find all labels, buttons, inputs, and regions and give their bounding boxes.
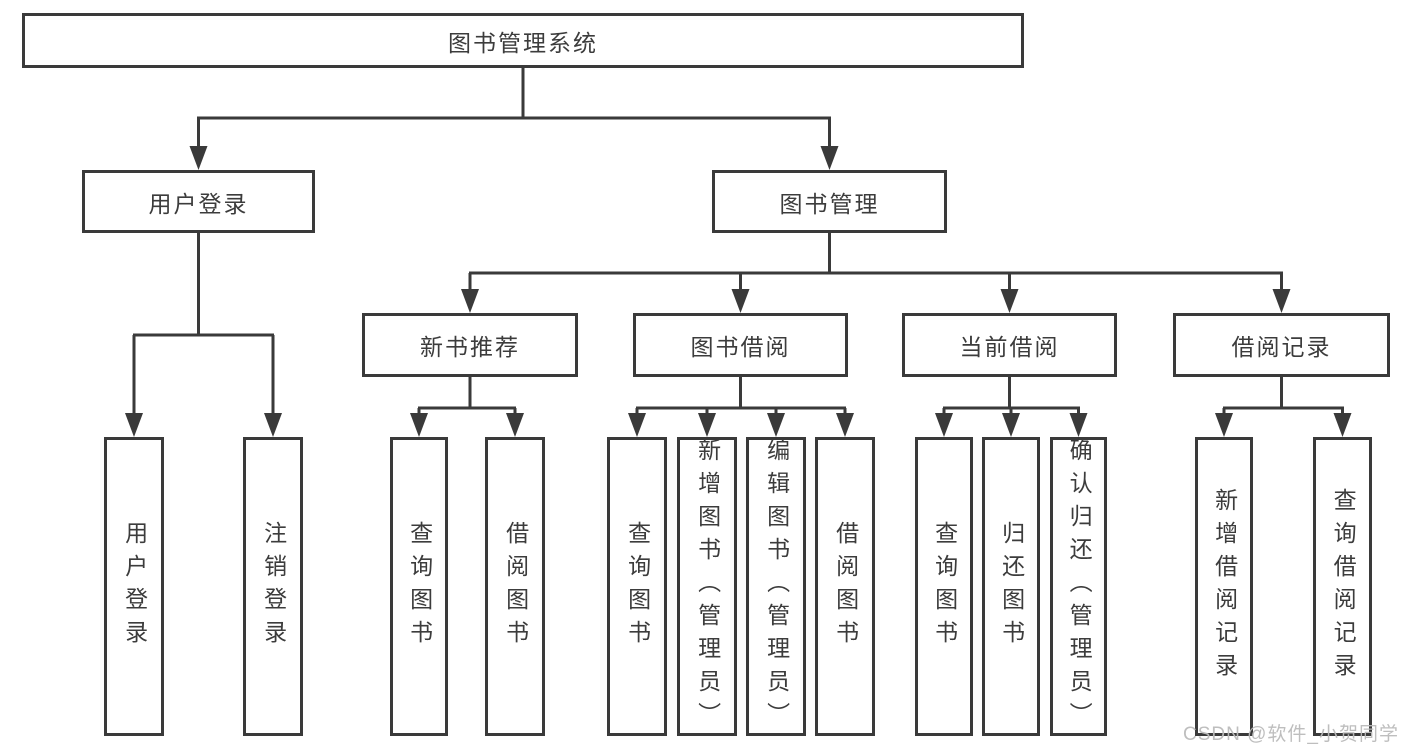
node-new-book-recommend-label: 新书推荐 <box>420 334 520 360</box>
node-current-borrowing: 当前借阅 <box>902 313 1117 377</box>
node-borrow-records: 借阅记录 <box>1173 313 1390 377</box>
leaf-user-login: 用户登录 <box>104 437 164 736</box>
leaf-query-books-recommend-label: 查询图书 <box>406 520 433 653</box>
node-root-label: 图书管理系统 <box>448 29 598 56</box>
leaf-query-books-current-label: 查询图书 <box>931 520 958 653</box>
leaf-borrow-books-label: 借阅图书 <box>832 520 859 653</box>
leaf-return-books-label: 归还图书 <box>998 520 1025 653</box>
leaf-add-books-admin-label: 新增图书（管理员） <box>694 438 721 735</box>
node-borrow-records-label: 借阅记录 <box>1231 334 1332 360</box>
leaf-query-books-borrowing-label: 查询图书 <box>624 520 651 653</box>
leaf-borrow-books-recommend-label: 借阅图书 <box>502 520 529 653</box>
node-root: 图书管理系统 <box>22 13 1024 68</box>
leaf-query-borrow-record: 查询借阅记录 <box>1313 437 1372 736</box>
leaf-borrow-books-recommend: 借阅图书 <box>485 437 545 736</box>
csdn-watermark: CSDN @软件_小贺同学 <box>1183 724 1399 745</box>
leaf-confirm-return-admin: 确认归还（管理员） <box>1050 437 1107 736</box>
leaf-confirm-return-admin-label: 确认归还（管理员） <box>1066 438 1093 735</box>
leaf-add-borrow-record: 新增借阅记录 <box>1195 437 1253 736</box>
node-user-login-label: 用户登录 <box>148 190 249 217</box>
leaf-logout: 注销登录 <box>243 437 303 736</box>
leaf-logout-label: 注销登录 <box>260 520 287 653</box>
arrowhead-icons <box>125 146 1352 437</box>
leaf-borrow-books: 借阅图书 <box>815 437 875 736</box>
leaf-user-login-label: 用户登录 <box>121 520 148 653</box>
node-user-login: 用户登录 <box>82 170 315 233</box>
leaf-add-books-admin: 新增图书（管理员） <box>677 437 737 736</box>
leaf-return-books: 归还图书 <box>982 437 1040 736</box>
leaf-query-books-borrowing: 查询图书 <box>607 437 667 736</box>
node-book-management: 图书管理 <box>712 170 947 233</box>
node-new-book-recommend: 新书推荐 <box>362 313 578 377</box>
node-book-borrowing: 图书借阅 <box>633 313 848 377</box>
node-current-borrowing-label: 当前借阅 <box>959 334 1060 360</box>
node-book-management-label: 图书管理 <box>779 190 880 217</box>
leaf-edit-books-admin-label: 编辑图书（管理员） <box>763 438 790 735</box>
leaf-query-books-recommend: 查询图书 <box>390 437 448 736</box>
leaf-edit-books-admin: 编辑图书（管理员） <box>746 437 806 736</box>
leaf-query-borrow-record-label: 查询借阅记录 <box>1330 487 1357 686</box>
leaf-add-borrow-record-label: 新增借阅记录 <box>1211 487 1238 686</box>
leaf-query-books-current: 查询图书 <box>915 437 973 736</box>
node-book-borrowing-label: 图书借阅 <box>690 334 791 360</box>
